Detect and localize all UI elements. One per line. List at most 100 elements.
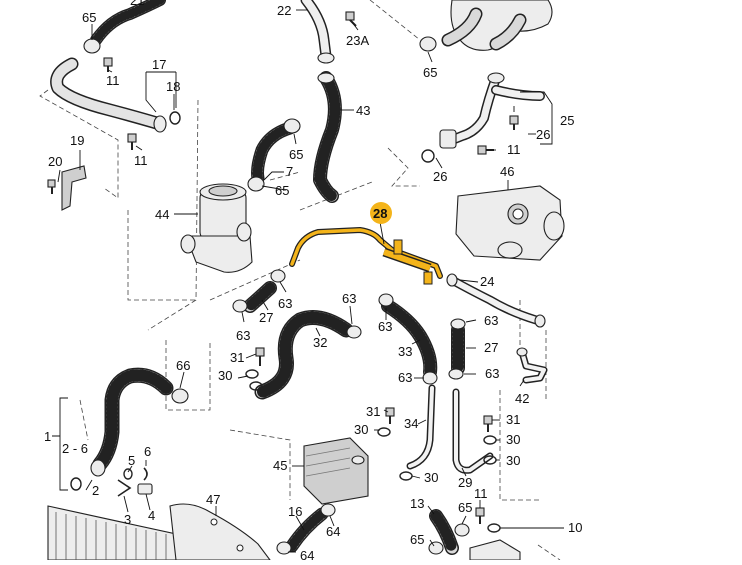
o-ring-26[interactable] [421,149,435,163]
clamp-66[interactable] [171,388,189,404]
washer-30c[interactable] [483,435,497,445]
clamp-65d[interactable] [247,176,265,192]
label-part-31b: 31 [366,404,380,419]
flange-bottom[interactable] [469,539,521,561]
hose-33[interactable] [381,299,438,379]
bolt-31b[interactable] [385,407,395,424]
bolt-20[interactable] [47,179,56,194]
washer-30e[interactable] [399,471,413,481]
clamp-65b[interactable] [419,36,437,52]
coolant-pump-46[interactable] [455,185,565,261]
washer-30b[interactable] [377,427,391,437]
bolt-11b[interactable] [509,115,519,130]
o-ring-10[interactable] [487,523,501,533]
hose-1[interactable] [92,367,174,472]
bolt-11d[interactable] [475,507,485,524]
label-part-31c: 31 [506,412,520,427]
label-part-65e: 65 [458,500,472,515]
label-part-29: 29 [458,475,472,490]
pipe-29[interactable] [452,388,494,474]
pipe-42[interactable] [516,347,548,384]
clip-6[interactable] [143,467,148,481]
clamp-65a[interactable] [83,38,101,54]
elbow-13[interactable] [429,509,459,555]
hose-27a[interactable] [243,281,277,313]
label-part-4: 4 [148,508,155,523]
hose-7[interactable] [251,121,297,185]
label-part-42: 42 [515,391,529,406]
label-part-45: 45 [273,458,287,473]
clamp-64a[interactable] [320,503,336,517]
hose-43[interactable] [313,71,342,203]
label-part-63a: 63 [278,296,292,311]
oil-cooler-45[interactable] [303,437,369,505]
clamp-64b[interactable] [276,541,292,555]
label-part-7: 7 [286,164,293,179]
label-part-13: 13 [410,496,424,511]
clamp-63e[interactable] [450,318,466,330]
label-part-46: 46 [500,164,514,179]
label-part-25: 25 [560,113,574,128]
label-part-19: 19 [70,133,84,148]
coolant-pipe-28-highlighted[interactable] [289,227,443,285]
clamp-65c[interactable] [283,118,301,134]
label-part-30b: 30 [354,422,368,437]
clamp-63g[interactable] [448,368,464,380]
label-part-11a: 11 [106,73,120,88]
oil-filter-housing-44[interactable] [180,183,253,273]
o-ring-18[interactable] [169,111,181,125]
pipe-34[interactable] [406,384,436,470]
washer-30a[interactable] [245,369,263,391]
o-ring-5[interactable] [123,468,133,480]
label-part-16: 16 [288,504,302,519]
label-part-26a: 26 [536,127,550,142]
flange-2[interactable] [90,459,106,477]
label-part-2: 2 [92,483,99,498]
label-part-65c: 65 [289,147,303,162]
clamp-63a[interactable] [270,269,286,283]
bolt-11c[interactable] [127,133,137,150]
label-part-11d: 11 [474,486,488,501]
clamp-65e[interactable] [454,523,470,537]
label-part-28: 28 [373,206,387,221]
part-number-labels: 65 21 22 23A 65 17 11 18 43 25 26 19 20 … [44,0,582,563]
leader-lines [52,9,564,553]
bolt-31a[interactable] [255,347,265,366]
label-part-66: 66 [176,358,190,373]
label-part-65b: 65 [423,65,437,80]
bolt-11a[interactable] [103,57,113,72]
clamp-63c[interactable] [346,325,362,339]
clamp-65f[interactable] [428,541,444,555]
label-part-30e: 30 [424,470,438,485]
label-part-10: 10 [568,520,582,535]
hose-21[interactable] [90,0,166,46]
bracket-19[interactable] [61,165,87,211]
label-part-30d: 30 [506,453,520,468]
bolt-23a[interactable] [345,11,357,27]
radiator[interactable] [47,505,177,561]
clamp-63f[interactable] [422,371,438,385]
coolant-pipe-22[interactable] [300,0,335,64]
label-part-65a: 65 [82,10,96,25]
hose-32[interactable] [254,310,354,400]
cover-47[interactable] [169,503,272,561]
bolt-31c[interactable] [483,415,493,432]
fitting-4[interactable] [137,483,153,495]
clamp-63d[interactable] [378,293,394,307]
label-part-63f: 63 [398,370,412,385]
coolant-pipe-26[interactable] [439,72,545,149]
thermostat-housing[interactable] [441,0,553,51]
hose-17[interactable] [50,57,167,133]
hose-24[interactable] [446,273,546,328]
o-ring-2[interactable] [70,477,82,491]
label-part-31a: 31 [230,350,244,365]
label-part-64a: 64 [326,524,340,539]
label-part-47: 47 [206,492,220,507]
clip-3[interactable] [117,479,132,497]
label-part-27b: 27 [484,340,498,355]
hose-16[interactable] [285,507,329,553]
clamp-63b[interactable] [232,299,248,313]
label-part-20: 20 [48,154,62,169]
label-part-63b: 63 [342,291,356,306]
